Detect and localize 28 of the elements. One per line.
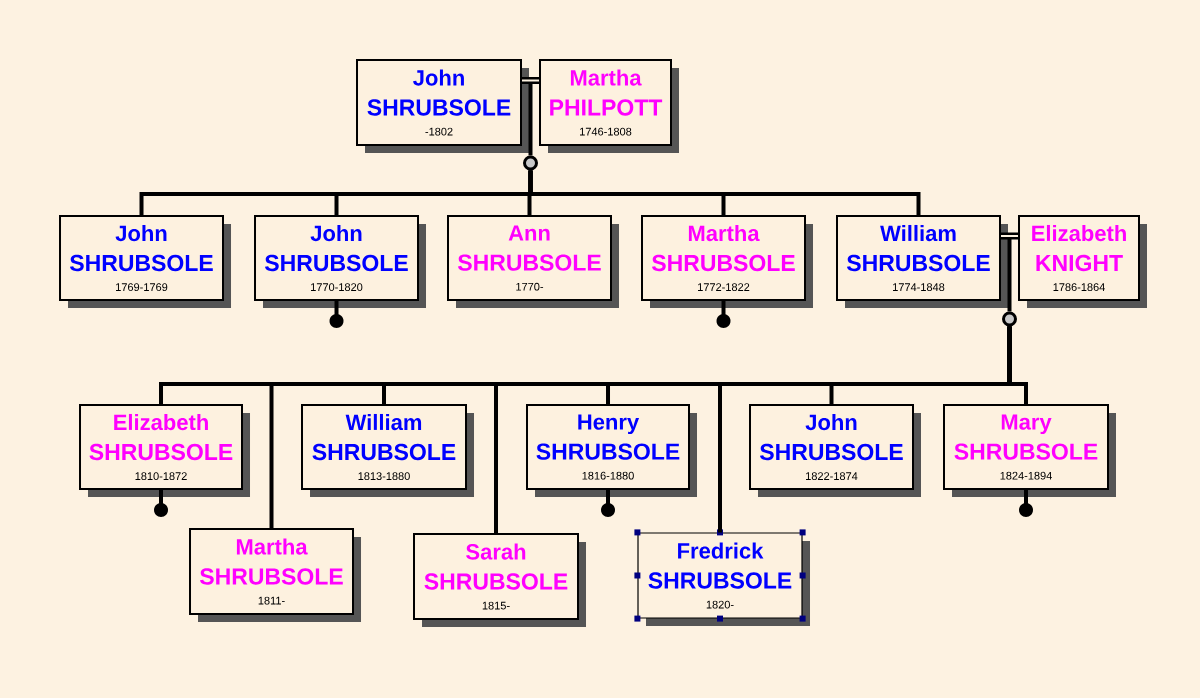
descendant-line (329, 301, 344, 328)
person-box: Elizabeth SHRUBSOLE 1810-1872 (79, 404, 250, 497)
person-box: Ann SHRUBSOLE 1770- (447, 215, 619, 308)
person-box: Martha SHRUBSOLE 1772-1822 (641, 215, 813, 308)
connector-line (528, 170, 921, 215)
double-line (521, 77, 540, 84)
person-box: Fredrick SHRUBSOLE 1820- (637, 532, 810, 626)
descendant-line (1019, 490, 1033, 517)
person-box: John SHRUBSOLE 1769-1769 (59, 215, 231, 308)
person-box: William SHRUBSOLE 1813-1880 (301, 404, 474, 497)
descendant-line (601, 490, 615, 517)
person-box: Martha PHILPOTT 1746-1808 (539, 59, 679, 153)
ring-marker (1002, 311, 1017, 327)
person-box: Martha SHRUBSOLE 1811- (189, 528, 361, 622)
person-box: Sarah SHRUBSOLE 1815- (413, 533, 586, 627)
person-box: Henry SHRUBSOLE 1816-1880 (526, 404, 697, 497)
ring-marker (523, 155, 538, 171)
person-box: Mary SHRUBSOLE 1824-1894 (943, 404, 1116, 497)
person-box: William SHRUBSOLE 1774-1848 (836, 215, 1008, 308)
person-box: John SHRUBSOLE 1822-1874 (749, 404, 921, 497)
double-line (1000, 232, 1019, 240)
person-box: John SHRUBSOLE -1802 (356, 59, 529, 153)
descendant-line (716, 301, 731, 328)
connector-line (1007, 326, 1028, 404)
person-box: Elizabeth KNIGHT 1786-1864 (1018, 215, 1147, 308)
connector-line (1007, 238, 1012, 312)
descendant-line (154, 490, 168, 517)
person-box: John SHRUBSOLE 1770-1820 (254, 215, 426, 308)
